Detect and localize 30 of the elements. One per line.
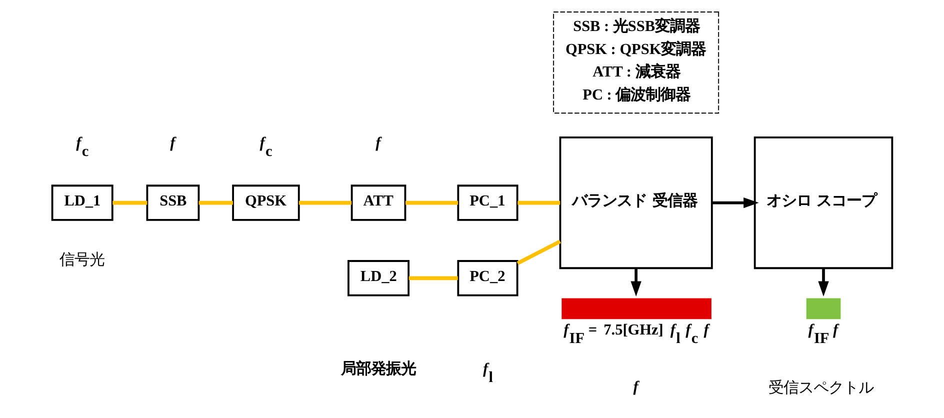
node-box: バランスド 受信器: [559, 136, 713, 270]
label: f: [633, 378, 638, 396]
arrow: [818, 268, 829, 296]
node-box: LD_2: [348, 260, 410, 296]
node-box: オシロ スコープ: [754, 136, 894, 270]
label: 局部発振光: [340, 360, 416, 378]
arrow: [630, 268, 642, 296]
label: f: [376, 134, 381, 152]
connector: [198, 200, 233, 205]
node-label: 信号光: [59, 250, 104, 269]
node-box: [562, 298, 712, 320]
connector: [516, 240, 561, 265]
node-box: PC_2: [457, 260, 518, 296]
node-label: 受信スペクトル: [768, 378, 874, 396]
connector: [408, 276, 458, 280]
arrow: [712, 197, 759, 208]
node-box: PC_1: [457, 184, 518, 221]
node-box: SSB : 光SSB変調器 QPSK : QPSK変調器 ATT : 減衰器 PC : 偏波制御器: [553, 12, 720, 114]
label: f: [170, 134, 176, 152]
connector: [298, 200, 352, 205]
node-label: f: [704, 321, 709, 338]
node-label: f: [833, 321, 838, 338]
node-box: LD_1: [51, 184, 114, 221]
node-box: [806, 298, 841, 320]
node-box: SSB: [146, 184, 200, 221]
connector: [518, 200, 560, 205]
connector: [112, 200, 148, 205]
node-box: QPSK: [232, 184, 300, 221]
connector: [405, 200, 458, 205]
node-box: ATT: [350, 184, 406, 221]
